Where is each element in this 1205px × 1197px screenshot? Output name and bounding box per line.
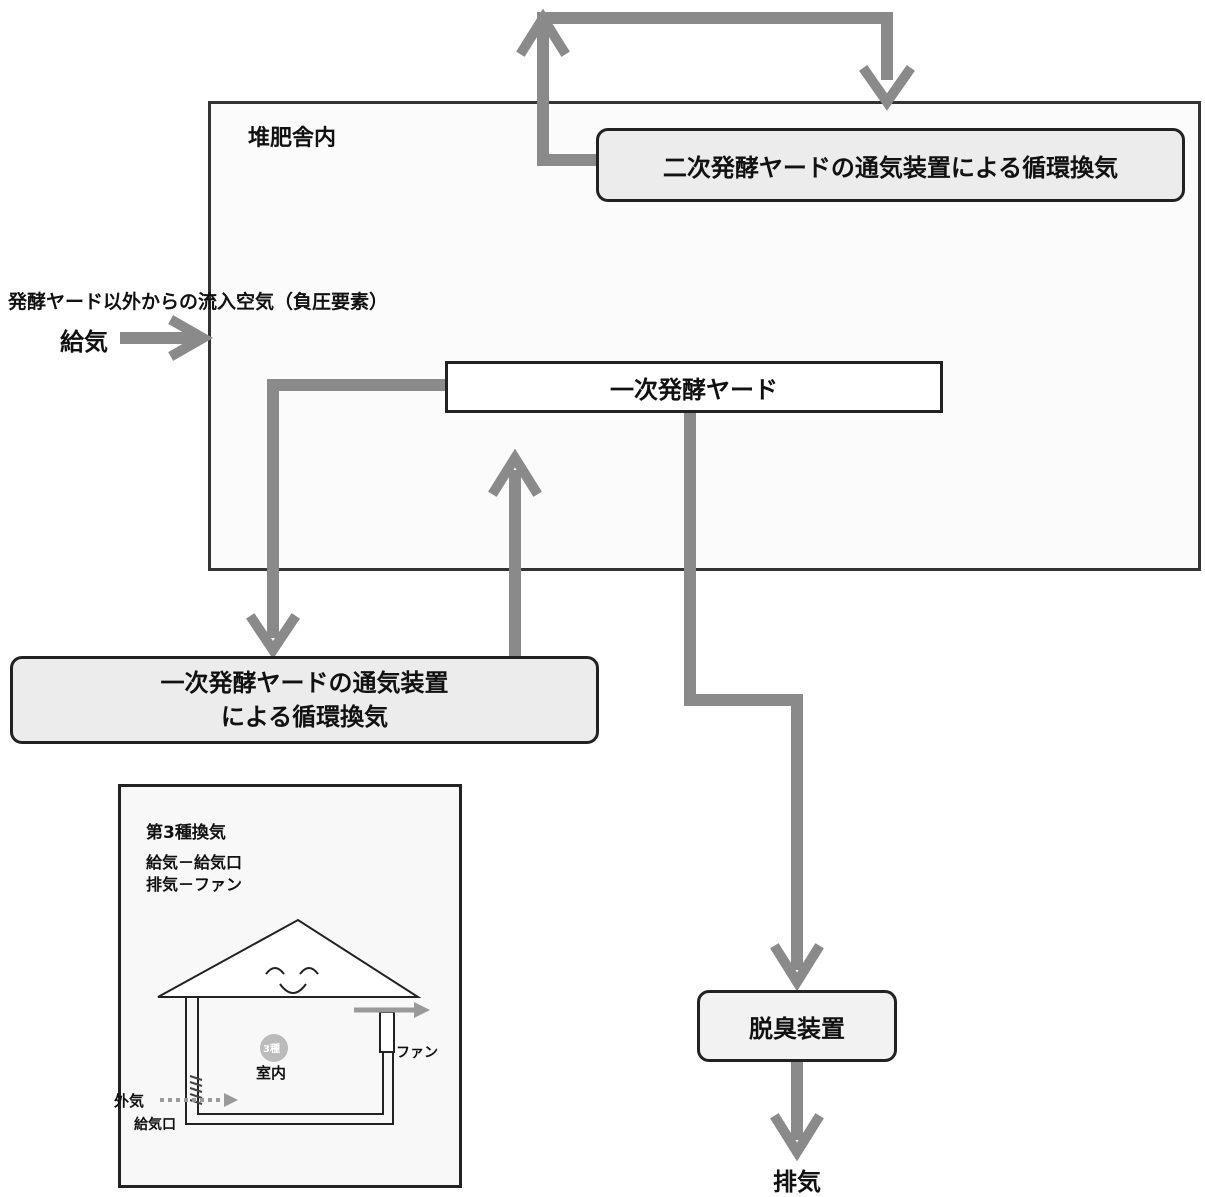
inset-room-label: 室内 xyxy=(256,1064,287,1082)
arrowhead-supply xyxy=(168,315,214,361)
inflow-note: 発酵ヤード以外からの流入空気（負圧要素） xyxy=(8,291,389,313)
arrowhead-secondary-up xyxy=(516,8,570,57)
arrowhead-primary-up xyxy=(488,448,542,497)
primary-yard-text: 一次発酵ヤード xyxy=(610,375,778,404)
house-left-wall xyxy=(185,997,394,1125)
smile-mouth xyxy=(279,983,307,994)
deodorizer-box: 脱臭装置 xyxy=(697,990,897,1062)
inset-inlet-label: 給気口 xyxy=(134,1117,176,1133)
inset-badge: 3種 xyxy=(263,1044,280,1055)
deodorizer-text: 脱臭装置 xyxy=(749,1014,845,1043)
house-roof xyxy=(157,918,422,998)
inset-outside-label: 外気 xyxy=(114,1092,145,1110)
inset-fan-label: ファン xyxy=(396,1045,438,1061)
arrowhead-to-deodorizer xyxy=(770,943,824,992)
fan-arrow-icon xyxy=(414,1002,430,1018)
fan-unit xyxy=(379,1011,395,1053)
supply-label: 給気 xyxy=(60,328,108,356)
arrowhead-primary-down xyxy=(246,613,300,660)
house-left-wall-inner xyxy=(197,997,384,1115)
type3-badge-circle xyxy=(260,1034,288,1062)
secondary-yard-ventilation-text: 二次発酵ヤードの通気装置による循環換気 xyxy=(662,153,1119,182)
inset-supply-line: 給気－給気口 xyxy=(146,853,243,872)
primary-yard-ventilation-box: 一次発酵ヤードの通気装置 による循環換気 xyxy=(10,656,599,744)
inset-title: 第3種換気 xyxy=(146,823,226,843)
house-illustration xyxy=(157,918,430,1125)
smile-eye-left xyxy=(265,967,285,975)
exhaust-label: 排気 xyxy=(773,1168,821,1196)
smile-eye-right xyxy=(299,967,319,975)
primary-ventilation-line-1: 一次発酵ヤードの通気装置 xyxy=(160,669,449,697)
enclosure-title: 堆肥舎内 xyxy=(248,126,337,151)
primary-yard-box: 一次発酵ヤード xyxy=(445,361,943,413)
outside-air-arrow-icon xyxy=(224,1093,238,1107)
arrowhead-secondary-down xyxy=(859,65,915,111)
arrowhead-exhaust xyxy=(770,1113,824,1162)
inset-exhaust-line: 排気－ファン xyxy=(146,875,243,894)
secondary-yard-ventilation-box: 二次発酵ヤードの通気装置による循環換気 xyxy=(596,128,1185,202)
primary-ventilation-line-2: による循環換気 xyxy=(220,703,389,731)
exhaust-route-line xyxy=(684,412,803,970)
primary-down-line xyxy=(267,379,447,638)
